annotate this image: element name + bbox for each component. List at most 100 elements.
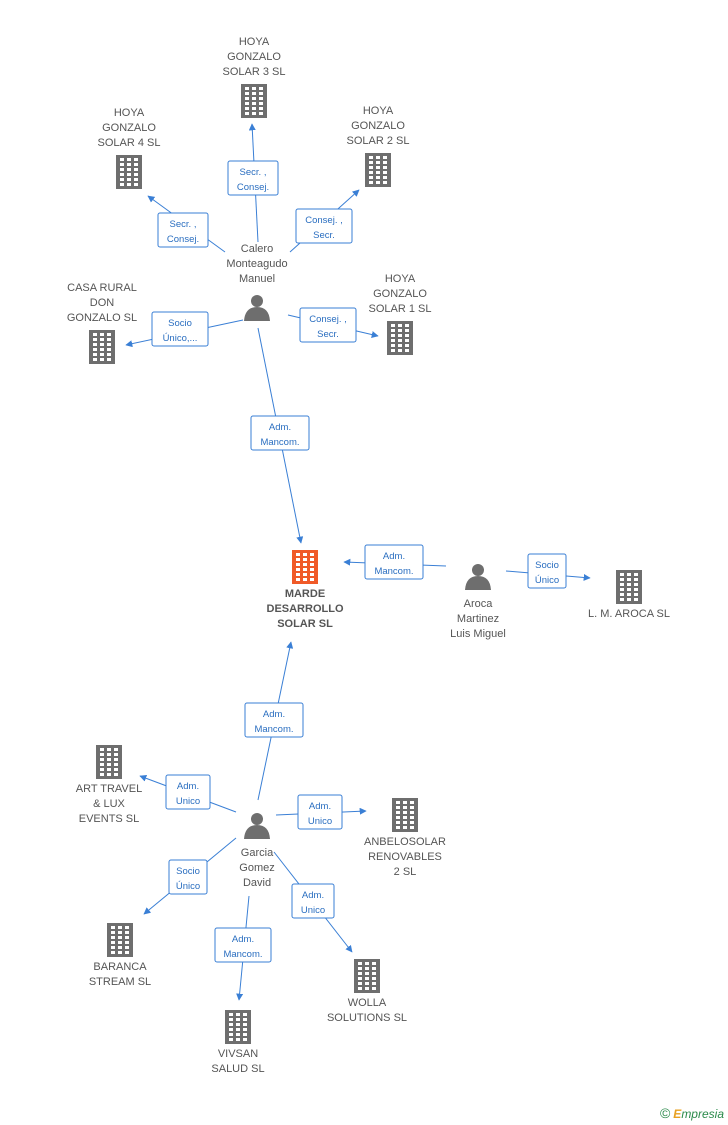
- edge-label-box: [250, 415, 310, 451]
- building-window: [376, 176, 380, 179]
- edge-label-calero-hoya3[interactable]: Secr. ,Consej.: [227, 160, 279, 196]
- node-label: BARANCA: [93, 961, 147, 973]
- edge-label-box: [297, 794, 343, 830]
- building-window: [259, 97, 263, 100]
- node-label: Monteagudo: [226, 258, 287, 270]
- edge-label-text: Único,...: [163, 333, 198, 344]
- building-window: [627, 598, 631, 601]
- edge-label-calero-hoya4[interactable]: Secr. ,Consej.: [157, 212, 209, 248]
- building-window: [303, 563, 307, 566]
- building-window: [372, 982, 376, 985]
- building-window: [296, 578, 300, 581]
- node-label: Aroca: [464, 598, 494, 610]
- building-window: [310, 558, 314, 561]
- building-window: [391, 329, 395, 332]
- building-window: [100, 758, 104, 761]
- building-window: [236, 1038, 240, 1041]
- building-window: [376, 156, 380, 159]
- node-baranca[interactable]: BARANCA STREAM SL: [89, 923, 151, 988]
- edge-label-box: [527, 553, 567, 589]
- building-window: [93, 353, 97, 356]
- building-window: [376, 161, 380, 164]
- edge-label-garcia-art[interactable]: Adm.Unico: [165, 774, 211, 810]
- building-window: [134, 163, 138, 166]
- building-icon: [96, 745, 122, 779]
- building-window: [369, 171, 373, 174]
- building-window: [358, 967, 362, 970]
- node-label: SALUD SL: [211, 1063, 264, 1075]
- node-label: ANBELOSOLAR: [364, 836, 446, 848]
- building-icon: [292, 550, 318, 584]
- edge-label-aroca-marde[interactable]: Adm.Mancom.: [364, 544, 424, 580]
- building-window: [396, 821, 400, 824]
- building-window: [296, 553, 300, 556]
- empresia-logo[interactable]: ©Empresia: [660, 1105, 724, 1121]
- node-label: STREAM SL: [89, 976, 151, 988]
- edge-label-calero-marde[interactable]: Adm.Mancom.: [250, 415, 310, 451]
- building-window: [107, 333, 111, 336]
- building-window: [93, 358, 97, 361]
- building-window: [383, 166, 387, 169]
- node-label: HOYA: [385, 273, 416, 285]
- node-label: SOLAR 3 SL: [223, 66, 286, 78]
- building-window: [396, 801, 400, 804]
- building-window: [118, 941, 122, 944]
- building-window: [396, 811, 400, 814]
- building-window: [372, 967, 376, 970]
- building-window: [125, 926, 129, 929]
- building-window: [391, 334, 395, 337]
- edge-label-garcia-anbelo[interactable]: Adm.Unico: [297, 794, 343, 830]
- edge-label-calero-hoya2[interactable]: Consej. ,Secr.: [295, 208, 353, 244]
- building-window: [127, 183, 131, 186]
- building-window: [398, 349, 402, 352]
- node-label: DESARROLLO: [267, 603, 344, 615]
- logo-text: mpresia: [681, 1107, 724, 1121]
- building-window: [398, 334, 402, 337]
- building-window: [252, 112, 256, 115]
- building-window: [398, 339, 402, 342]
- building-window: [259, 112, 263, 115]
- node-label: WOLLA: [348, 997, 387, 1009]
- edge-label-garcia-wolla[interactable]: Adm.Unico: [291, 883, 335, 919]
- edge-label-garcia-vivsan[interactable]: Adm.Mancom.: [214, 927, 272, 963]
- building-window: [627, 588, 631, 591]
- edge-label-calero-casa[interactable]: SocioÚnico,...: [151, 311, 209, 347]
- node-lmaroca[interactable]: L. M. AROCA SL: [588, 570, 670, 620]
- building-window: [383, 161, 387, 164]
- edge-label-garcia-marde[interactable]: Adm.Mancom.: [244, 702, 304, 738]
- building-window: [410, 806, 414, 809]
- edge-label-calero-hoya1[interactable]: Consej. ,Secr.: [299, 307, 357, 343]
- edge-label-box: [157, 212, 209, 248]
- building-window: [245, 102, 249, 105]
- building-window: [118, 946, 122, 949]
- edge-label-text: Mancom.: [260, 437, 299, 448]
- building-window: [403, 801, 407, 804]
- node-label: CASA RURAL: [67, 282, 137, 294]
- building-window: [365, 967, 369, 970]
- edge-label-text: Socio: [535, 560, 559, 571]
- building-window: [229, 1033, 233, 1036]
- node-label: Gomez: [239, 862, 274, 874]
- building-window: [118, 931, 122, 934]
- building-window: [310, 563, 314, 566]
- building-window: [243, 1033, 247, 1036]
- building-window: [114, 773, 118, 776]
- building-window: [365, 982, 369, 985]
- building-window: [303, 558, 307, 561]
